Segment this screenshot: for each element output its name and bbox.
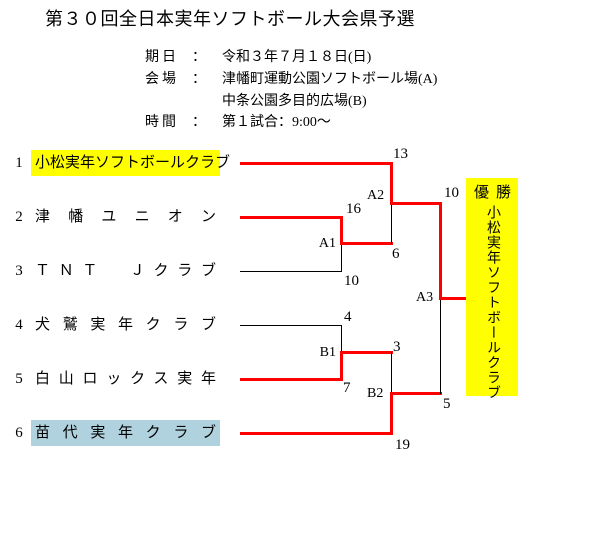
info-row-venue2: 中条公園多目的広場(B) bbox=[0, 90, 600, 109]
venue-colon: ： bbox=[192, 72, 206, 87]
seed-number-5: 5 bbox=[15, 371, 23, 387]
match-label-b1: B1 bbox=[319, 345, 336, 360]
team-name-tsubata-union: 津幡ユニオン bbox=[35, 209, 216, 225]
bracket-line-b2-top-loser bbox=[391, 352, 392, 393]
time-colon: ： bbox=[192, 115, 206, 130]
match-label-a1: A1 bbox=[318, 236, 336, 251]
score-a1-top: 16 bbox=[346, 201, 361, 217]
bracket-line-a3-top-winner bbox=[439, 202, 442, 300]
bracket-line-a2-exit bbox=[390, 202, 442, 205]
seed-number-6: 6 bbox=[15, 425, 23, 441]
bracket-line-team3-loser bbox=[240, 271, 341, 272]
bracket-line-a1-exit bbox=[340, 242, 393, 245]
time-label: 時間 bbox=[145, 115, 179, 130]
team-name-hakusan-rocks: 白山ロックス実年 bbox=[35, 371, 216, 387]
venue-value-b: 中条公園多目的広場(B) bbox=[222, 94, 367, 109]
page-title: 第３０回全日本実年ソフトボール大会県予選 bbox=[45, 9, 415, 29]
bracket-line-team5-winner bbox=[240, 378, 343, 381]
score-a3-bottom: 5 bbox=[443, 396, 451, 412]
score-a3-top: 10 bbox=[444, 185, 459, 201]
score-b1-top: 4 bbox=[344, 309, 352, 325]
time-value: 第１試合：9:00～ bbox=[222, 115, 331, 130]
match-label-a3: A3 bbox=[416, 290, 434, 305]
bracket-line-a2-top-winner bbox=[390, 162, 393, 205]
date-value: 令和３年７月１８日(日) bbox=[222, 50, 372, 65]
score-a2-top: 13 bbox=[393, 146, 408, 162]
info-row-date: 期日 ： 令和３年７月１８日(日) bbox=[0, 46, 600, 65]
bracket-line-team6-winner bbox=[240, 432, 393, 435]
team-name-inuwashi: 犬鷲実年クラブ bbox=[35, 317, 216, 333]
venue-value-a: 津幡町運動公園ソフトボール場(A) bbox=[222, 72, 438, 87]
venue-label: 会場 bbox=[145, 72, 179, 87]
bracket-line-b1-exit bbox=[340, 351, 393, 354]
bracket-line-b2-bottom-winner bbox=[390, 392, 393, 435]
score-a1-bottom: 10 bbox=[344, 273, 359, 289]
seed-number-3: 3 bbox=[15, 263, 23, 279]
score-a2-bottom: 6 bbox=[392, 246, 400, 262]
team-name-komatsu: 小松実年ソフトボールクラブ bbox=[31, 150, 230, 176]
champion-label: 優勝 bbox=[474, 185, 519, 201]
info-row-venue: 会場 ： 津幡町運動公園ソフトボール場(A) bbox=[0, 68, 600, 87]
score-b2-bottom: 19 bbox=[395, 437, 410, 453]
seed-number-2: 2 bbox=[15, 209, 23, 225]
seed-number-1: 1 bbox=[15, 155, 23, 171]
date-label: 期日 bbox=[145, 50, 179, 65]
bracket-line-b1-top-loser bbox=[341, 325, 342, 352]
bracket-line-team1-winner bbox=[240, 162, 393, 165]
team-name-tnt-j-club: ＴＮＴ Ｊクラブ bbox=[35, 263, 216, 279]
bracket-line-team4-loser bbox=[240, 325, 341, 326]
bracket-line-a3-bottom-loser bbox=[440, 298, 441, 394]
champion-team-name: 小松実年ソフトボールクラブ bbox=[485, 205, 500, 400]
bracket-line-team2-winner bbox=[240, 216, 343, 219]
info-row-time: 時間 ： 第１試合：9:00～ bbox=[0, 111, 600, 130]
bracket-line-a2-bottom-loser bbox=[391, 203, 392, 244]
match-label-a2: A2 bbox=[367, 188, 385, 203]
date-colon: ： bbox=[192, 50, 206, 65]
score-b1-bottom: 7 bbox=[343, 380, 351, 396]
bracket-line-b2-exit bbox=[390, 392, 442, 395]
team-name-nawashiro: 苗代実年クラブ bbox=[31, 420, 220, 446]
bracket-line-a3-exit-champion bbox=[439, 297, 466, 300]
seed-number-4: 4 bbox=[15, 317, 23, 333]
bracket-line-a1-bottom-loser bbox=[341, 243, 342, 272]
bracket-line-b1-bottom-winner bbox=[340, 351, 343, 381]
match-label-b2: B2 bbox=[367, 386, 384, 401]
champion-box: 優勝 小松実年ソフトボールクラブ bbox=[466, 178, 519, 400]
score-b2-top: 3 bbox=[393, 339, 401, 355]
bracket-line-a1-top-winner bbox=[340, 216, 343, 245]
